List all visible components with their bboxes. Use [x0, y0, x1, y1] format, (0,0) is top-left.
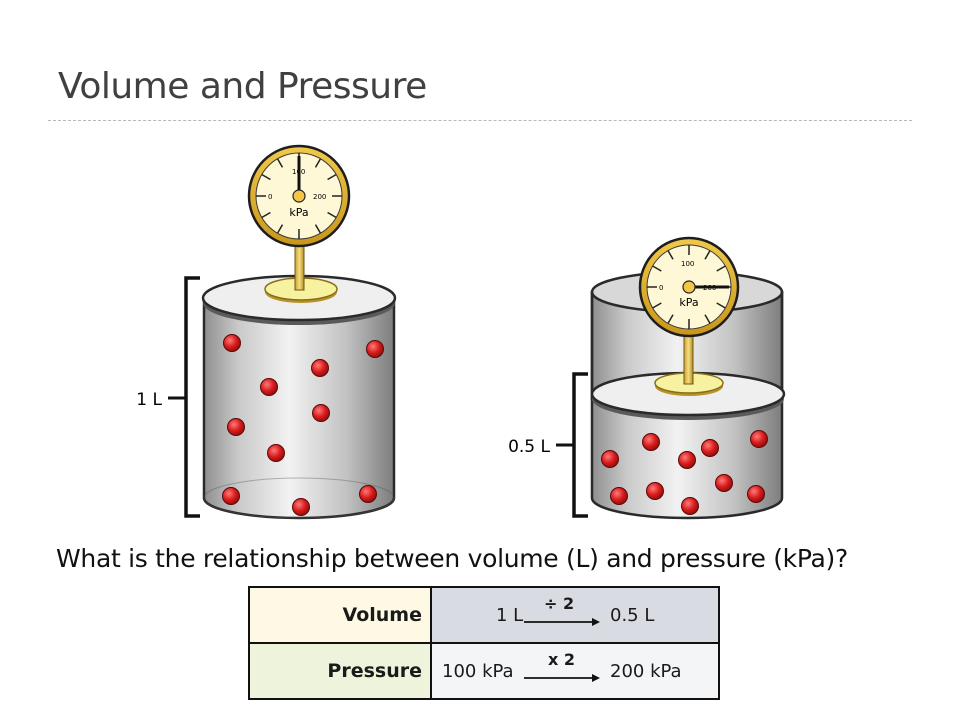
left-pressure-gauge: 0 100 200 kPa: [247, 144, 351, 248]
left-volume-label: 1 L: [136, 390, 162, 410]
right-container: 0 100 200 kPa 0.5 L: [508, 236, 786, 520]
gauge-tick-mark: [314, 158, 322, 168]
gauge-tick-mark: [261, 211, 271, 219]
gauge-tick-mark: [314, 224, 322, 234]
left-particles: [222, 334, 384, 516]
gauge-tick-mark: [667, 250, 674, 260]
gas-particle: [701, 439, 719, 457]
gauge-tick-mark: [327, 211, 337, 219]
right-particles: [601, 430, 768, 515]
pressure-header: Pressure: [248, 642, 432, 700]
title-divider: [48, 120, 912, 121]
slide-title: Volume and Pressure: [58, 66, 427, 107]
gas-particle: [267, 444, 285, 462]
gas-particle: [646, 482, 664, 500]
gas-particle: [366, 340, 384, 358]
gauge-tick-100: 100: [681, 260, 694, 268]
question-text: What is the relationship between volume …: [56, 544, 848, 573]
relationship-table: Volume 1 L ÷ 2 0.5 L Pressure 100 kPa x …: [248, 586, 720, 700]
gauge-tick-mark: [652, 265, 662, 272]
gauge-tick-mark: [716, 302, 726, 309]
gauge-tick-mark: [704, 250, 711, 260]
gauge-tick-200: 200: [313, 193, 326, 201]
pressure-row: Pressure 100 kPa x 2 200 kPa: [248, 642, 720, 700]
pressure-from: 100 kPa: [442, 661, 514, 682]
gauge-tick-mark: [276, 224, 284, 234]
gauge-tick-mark: [327, 173, 337, 181]
pressure-operation: x 2: [548, 650, 576, 669]
gauge-unit: kPa: [289, 206, 308, 219]
left-container: 0 100 200 kPa 1 L: [136, 144, 397, 520]
gas-particle: [681, 497, 699, 515]
volume-change-cell: 1 L ÷ 2 0.5 L: [430, 586, 720, 644]
pressure-change-cell: 100 kPa x 2 200 kPa: [430, 642, 720, 700]
gas-particle: [747, 485, 765, 503]
right-volume-label: 0.5 L: [508, 437, 550, 457]
gas-particle: [292, 498, 310, 516]
gas-particle: [610, 487, 628, 505]
volume-arrow-icon: [524, 618, 600, 626]
scene-illustration: 0 100 200 kPa 1 L 0 100: [136, 144, 786, 520]
gas-particle: [678, 451, 696, 469]
volume-row: Volume 1 L ÷ 2 0.5 L: [248, 586, 720, 644]
gas-particle: [260, 378, 278, 396]
gas-particle: [642, 433, 660, 451]
gauge-tick-mark: [261, 173, 271, 181]
gas-particle: [750, 430, 768, 448]
gauge-tick-mark: [667, 314, 674, 324]
pressure-to: 200 kPa: [610, 661, 682, 682]
right-volume-bracket: [572, 372, 588, 518]
gas-particle: [311, 359, 329, 377]
gas-particle: [715, 474, 733, 492]
gas-particle: [601, 450, 619, 468]
volume-to: 0.5 L: [610, 605, 655, 626]
volume-header: Volume: [248, 586, 432, 644]
pressure-arrow-icon: [524, 674, 600, 682]
gas-particle: [227, 418, 245, 436]
gas-particle: [222, 487, 240, 505]
gas-particle: [223, 334, 241, 352]
gauge-tick-mark: [716, 265, 726, 272]
gauge-tick-mark: [276, 158, 284, 168]
left-volume-bracket: [184, 276, 200, 518]
gauge-tick-mark: [704, 314, 711, 324]
gauge-tick-0: 0: [659, 284, 663, 292]
gauge-tick-mark: [652, 302, 662, 309]
gauge-tick-0: 0: [268, 193, 272, 201]
gas-particle: [359, 485, 377, 503]
volume-operation: ÷ 2: [544, 594, 575, 613]
right-pressure-gauge: 0 100 200 kPa: [638, 236, 740, 338]
gauge-unit: kPa: [679, 296, 698, 309]
gas-particle: [312, 404, 330, 422]
volume-from: 1 L: [496, 605, 524, 626]
